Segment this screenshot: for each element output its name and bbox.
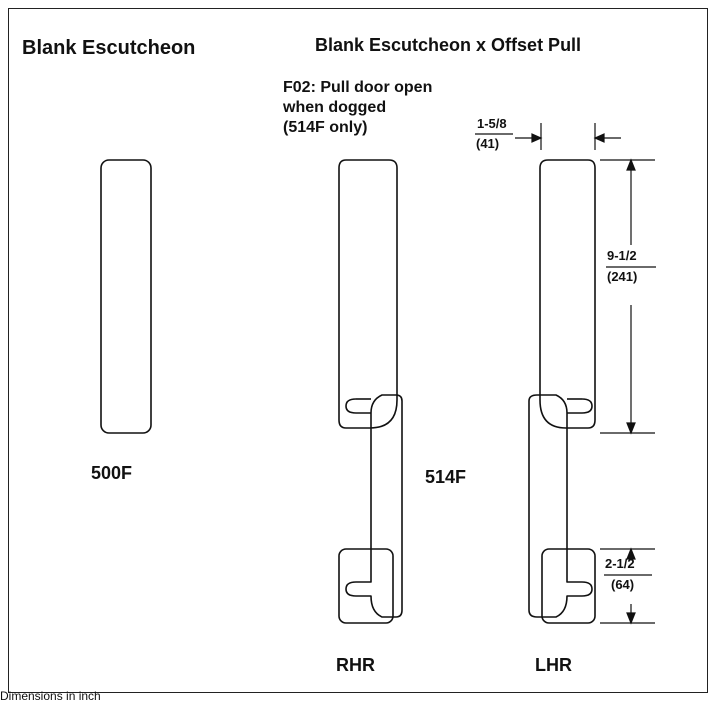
pull-grip-lhr [528, 394, 593, 618]
width-inch-label: 1-5/8 [477, 116, 507, 131]
drawing-frame [8, 8, 708, 693]
escutcheon-rhr [338, 159, 398, 429]
height-mm-label: (241) [607, 269, 638, 284]
note-line-1: F02: Pull door open [283, 79, 433, 96]
arrow-icon [593, 133, 605, 143]
pull-base-lhr [541, 548, 596, 624]
pull-mm-label: (64) [611, 577, 635, 592]
function-note: F02: Pull door open when dogged (514F on… [283, 78, 503, 138]
footnote: Dimensions in inch [0, 689, 101, 703]
pull-inch-label: 2-1/2 [605, 556, 635, 571]
note-line-3: (514F only) [283, 119, 368, 136]
arrow-icon [626, 547, 636, 560]
model-514f-label: 514F [425, 467, 467, 487]
arrow-icon [626, 158, 636, 171]
hand-lhr-label: LHR [535, 655, 572, 675]
arrow-icon [531, 133, 543, 143]
height-inch-label: 9-1/2 [607, 248, 637, 263]
hand-rhr-label: RHR [336, 655, 375, 675]
escutcheon-lhr [539, 159, 596, 429]
model-500f-label: 500F [91, 463, 133, 483]
escutcheon-500f [100, 159, 152, 434]
pull-grip-rhr [345, 394, 403, 618]
arrow-icon [626, 422, 636, 435]
title-blank-escutcheon: Blank Escutcheon [22, 37, 196, 59]
arrow-icon [626, 612, 636, 625]
note-line-2: when dogged [283, 99, 387, 116]
title-escutcheon-offset-pull: Blank Escutcheon x Offset Pull [315, 35, 582, 55]
pull-base-rhr [338, 548, 394, 624]
width-mm-label: (41) [476, 136, 500, 151]
